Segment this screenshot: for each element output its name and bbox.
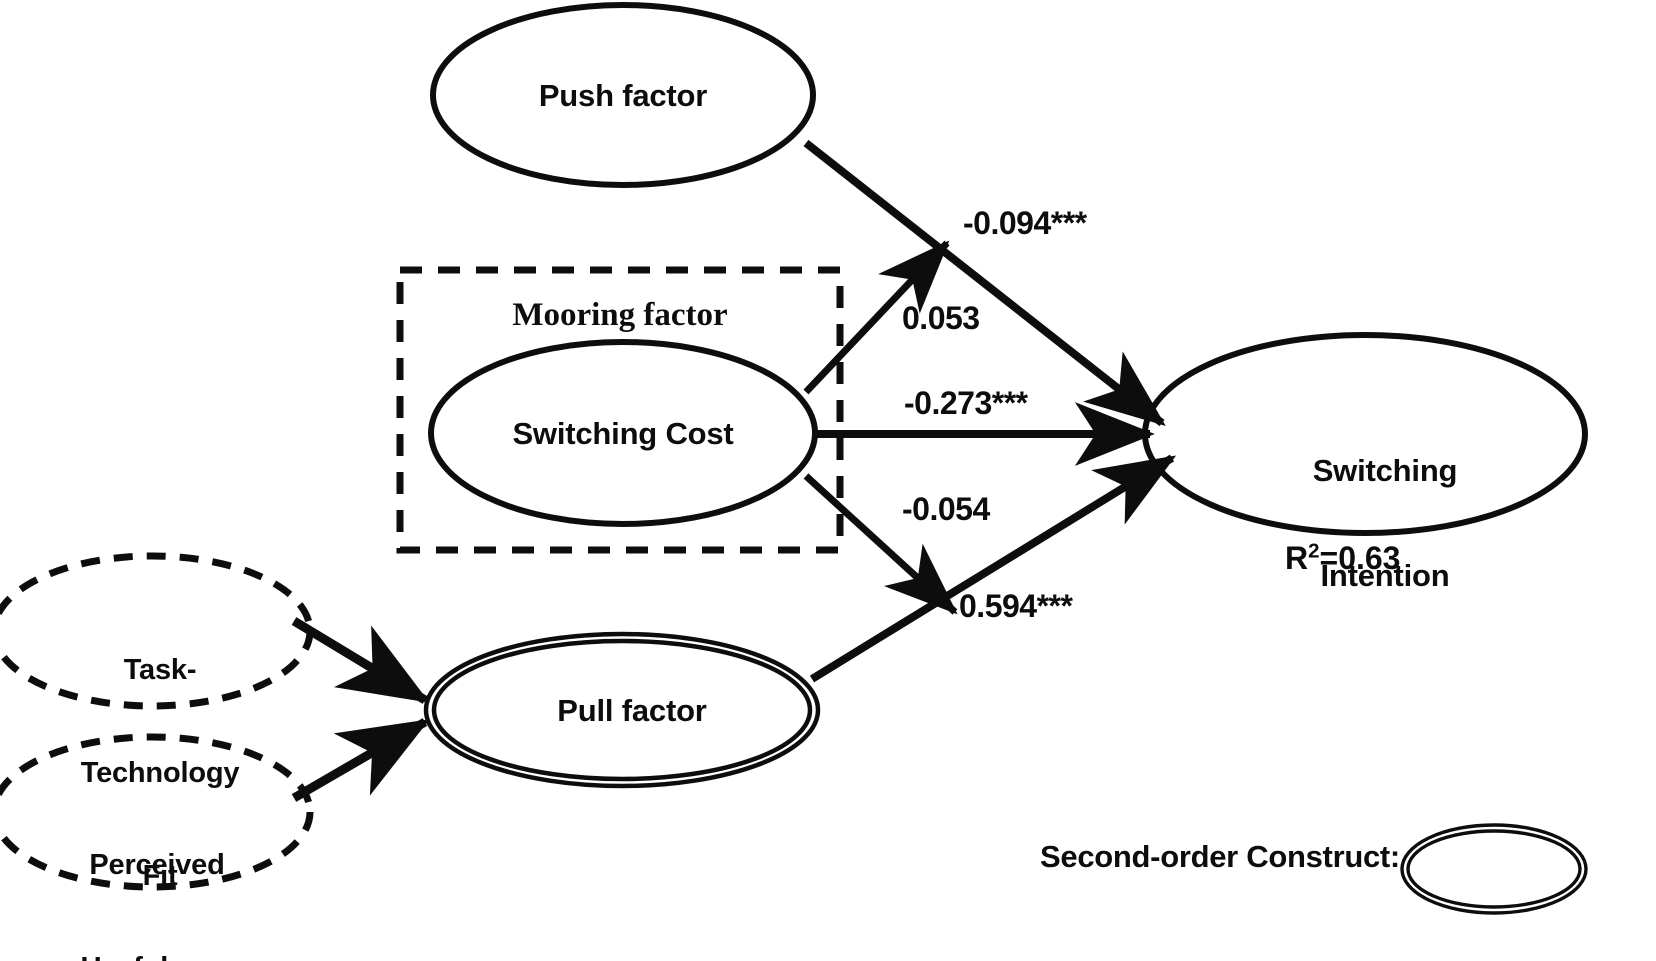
edge-label-moderation-push: 0.053	[902, 300, 980, 336]
switching-intention-label-line1: Switching	[1312, 453, 1458, 489]
r-squared-label: R2=0.63	[1285, 539, 1401, 577]
pull-factor-label: Pull factor	[557, 693, 707, 728]
edge-pull-to-intention	[809, 454, 1177, 683]
perceived-usefulness-label: Perceived Usefulness	[22, 780, 292, 961]
r-squared-exponent: 2	[1308, 539, 1320, 563]
r-squared-prefix: R	[1285, 540, 1309, 576]
legend-second-order-ellipse-inner	[1406, 829, 1582, 909]
push-factor-label: Push factor	[538, 78, 708, 113]
edge-label-moderation-pull: -0.054	[902, 491, 990, 527]
task-technology-fit-label: Task- Technology Fit	[25, 585, 295, 961]
legend-second-order-construct-label: Second-order Construct:	[1040, 839, 1400, 874]
task-technology-fit-label-line2: Technology	[80, 757, 240, 790]
edge-label-pull-to-intention: 0.594***	[959, 588, 1073, 624]
edge-moderation-push	[803, 240, 950, 395]
pull-factor-ellipse-inner	[431, 638, 813, 782]
pull-factor-ellipse-outer[interactable]	[423, 631, 821, 789]
edge-moderation-pull	[803, 473, 958, 615]
switching-cost-label: Switching Cost	[512, 416, 734, 451]
edge-push-to-intention	[803, 139, 1166, 427]
edge-pu-to-pull	[291, 718, 430, 802]
perceived-usefulness-ellipse[interactable]	[0, 733, 314, 891]
perceived-usefulness-label-line2: Usefulness	[22, 951, 292, 961]
switching-intention-label-line2: Intention	[1320, 557, 1450, 593]
task-technology-fit-label-line1: Task-	[123, 654, 197, 687]
mooring-factor-group-box	[396, 266, 844, 554]
edge-label-cost-to-intention: -0.273***	[904, 385, 1028, 421]
task-technology-fit-label-line3: Fit	[142, 859, 178, 892]
edge-label-push-to-intention: -0.094***	[963, 205, 1087, 241]
mooring-factor-label: Mooring factor	[512, 297, 728, 333]
legend-second-order-ellipse-outer	[1400, 823, 1588, 915]
push-factor-ellipse[interactable]	[430, 2, 816, 188]
edge-ttf-to-pull	[291, 617, 430, 704]
switching-intention-label: Switching Intention	[1240, 385, 1530, 663]
perceived-usefulness-label-line1: Perceived	[89, 849, 225, 882]
r-squared-value: =0.63	[1319, 540, 1401, 576]
